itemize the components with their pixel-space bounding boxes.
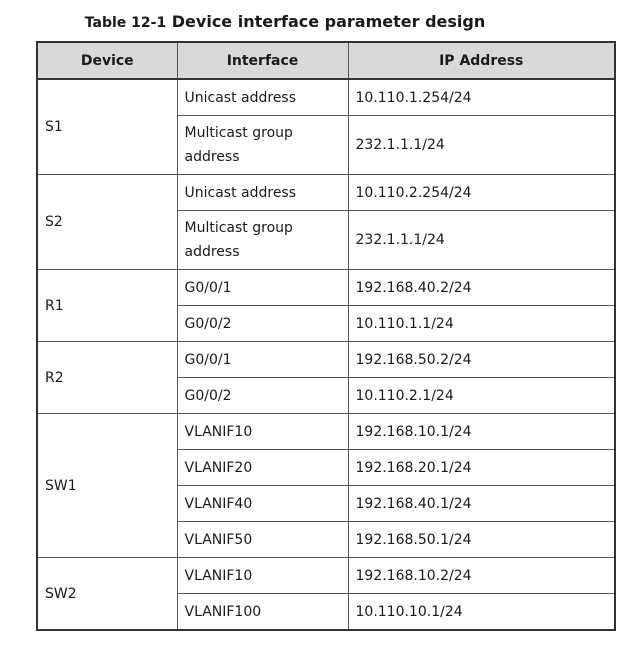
interface-cell: G0/0/2 [176,377,349,414]
ip-cell: 10.110.1.254/24 [347,78,616,116]
interface-cell: VLANIF100 [176,593,349,631]
ip-cell: 10.110.10.1/24 [347,593,616,631]
interface-cell: G0/0/2 [176,305,349,342]
table-row: Multicast group address 232.1.1.1/24 [37,210,616,270]
header-row: Device Interface IP Address [36,41,616,80]
table-row: G0/0/2 10.110.1.1/24 [37,305,616,342]
table-caption: Table 12-1 Device interface parameter de… [0,12,570,31]
table-title: Device interface parameter design [171,12,486,31]
header-interface: Interface [176,41,349,80]
device-cell: R1 [36,269,178,342]
interface-cell: VLANIF10 [176,413,349,450]
table-row: R1 G0/0/1 192.168.40.2/24 [36,269,616,342]
ip-cell: 10.110.2.254/24 [347,174,616,211]
device-cell: SW2 [36,557,178,631]
ip-cell: 192.168.20.1/24 [347,449,616,486]
ip-cell: 192.168.10.2/24 [347,557,616,594]
ip-cell: 232.1.1.1/24 [347,115,616,175]
table-row: S2 Unicast address 10.110.2.254/24 [36,174,616,270]
table-row: VLANIF50 192.168.50.1/24 [37,521,616,558]
interface-cell: G0/0/1 [176,341,349,378]
device-cell: S1 [36,78,178,175]
interface-cell: VLANIF40 [176,485,349,522]
table-row: SW2 VLANIF10 192.168.10.2/24 [36,557,616,631]
interface-cell: VLANIF10 [176,557,349,594]
header-ip-address: IP Address [347,41,616,80]
interface-cell: VLANIF20 [176,449,349,486]
table-row: G0/0/2 10.110.2.1/24 [37,377,616,414]
table-number: Table 12-1 [84,15,167,31]
table-row: S1 Unicast address 10.110.1.254/24 [36,78,616,175]
ip-cell: 10.110.2.1/24 [347,377,616,414]
ip-cell: 192.168.10.1/24 [347,413,616,450]
interface-cell: Unicast address [176,78,349,116]
interface-cell: G0/0/1 [176,269,349,306]
table-row: SW1 VLANIF10 192.168.10.1/24 [36,413,616,558]
ip-cell: 232.1.1.1/24 [347,210,616,270]
device-cell: R2 [36,341,178,414]
ip-cell: 192.168.40.2/24 [347,269,616,306]
ip-cell: 192.168.50.1/24 [347,521,616,558]
header-device: Device [36,41,178,80]
interface-cell: Multicast group address [176,210,349,270]
interface-cell: Unicast address [176,174,349,211]
device-interface-table: Device Interface IP Address S1 Unicast a… [36,41,616,631]
interface-cell: Multicast group address [176,115,349,175]
device-cell: SW1 [36,413,178,558]
device-cell: S2 [36,174,178,270]
ip-cell: 10.110.1.1/24 [347,305,616,342]
table-row: R2 G0/0/1 192.168.50.2/24 [36,341,616,414]
ip-cell: 192.168.40.1/24 [347,485,616,522]
table-row: VLANIF100 10.110.10.1/24 [37,593,616,631]
interface-cell: VLANIF50 [176,521,349,558]
table-row: Multicast group address 232.1.1.1/24 [37,115,616,175]
table-row: VLANIF20 192.168.20.1/24 [37,449,616,486]
ip-cell: 192.168.50.2/24 [347,341,616,378]
